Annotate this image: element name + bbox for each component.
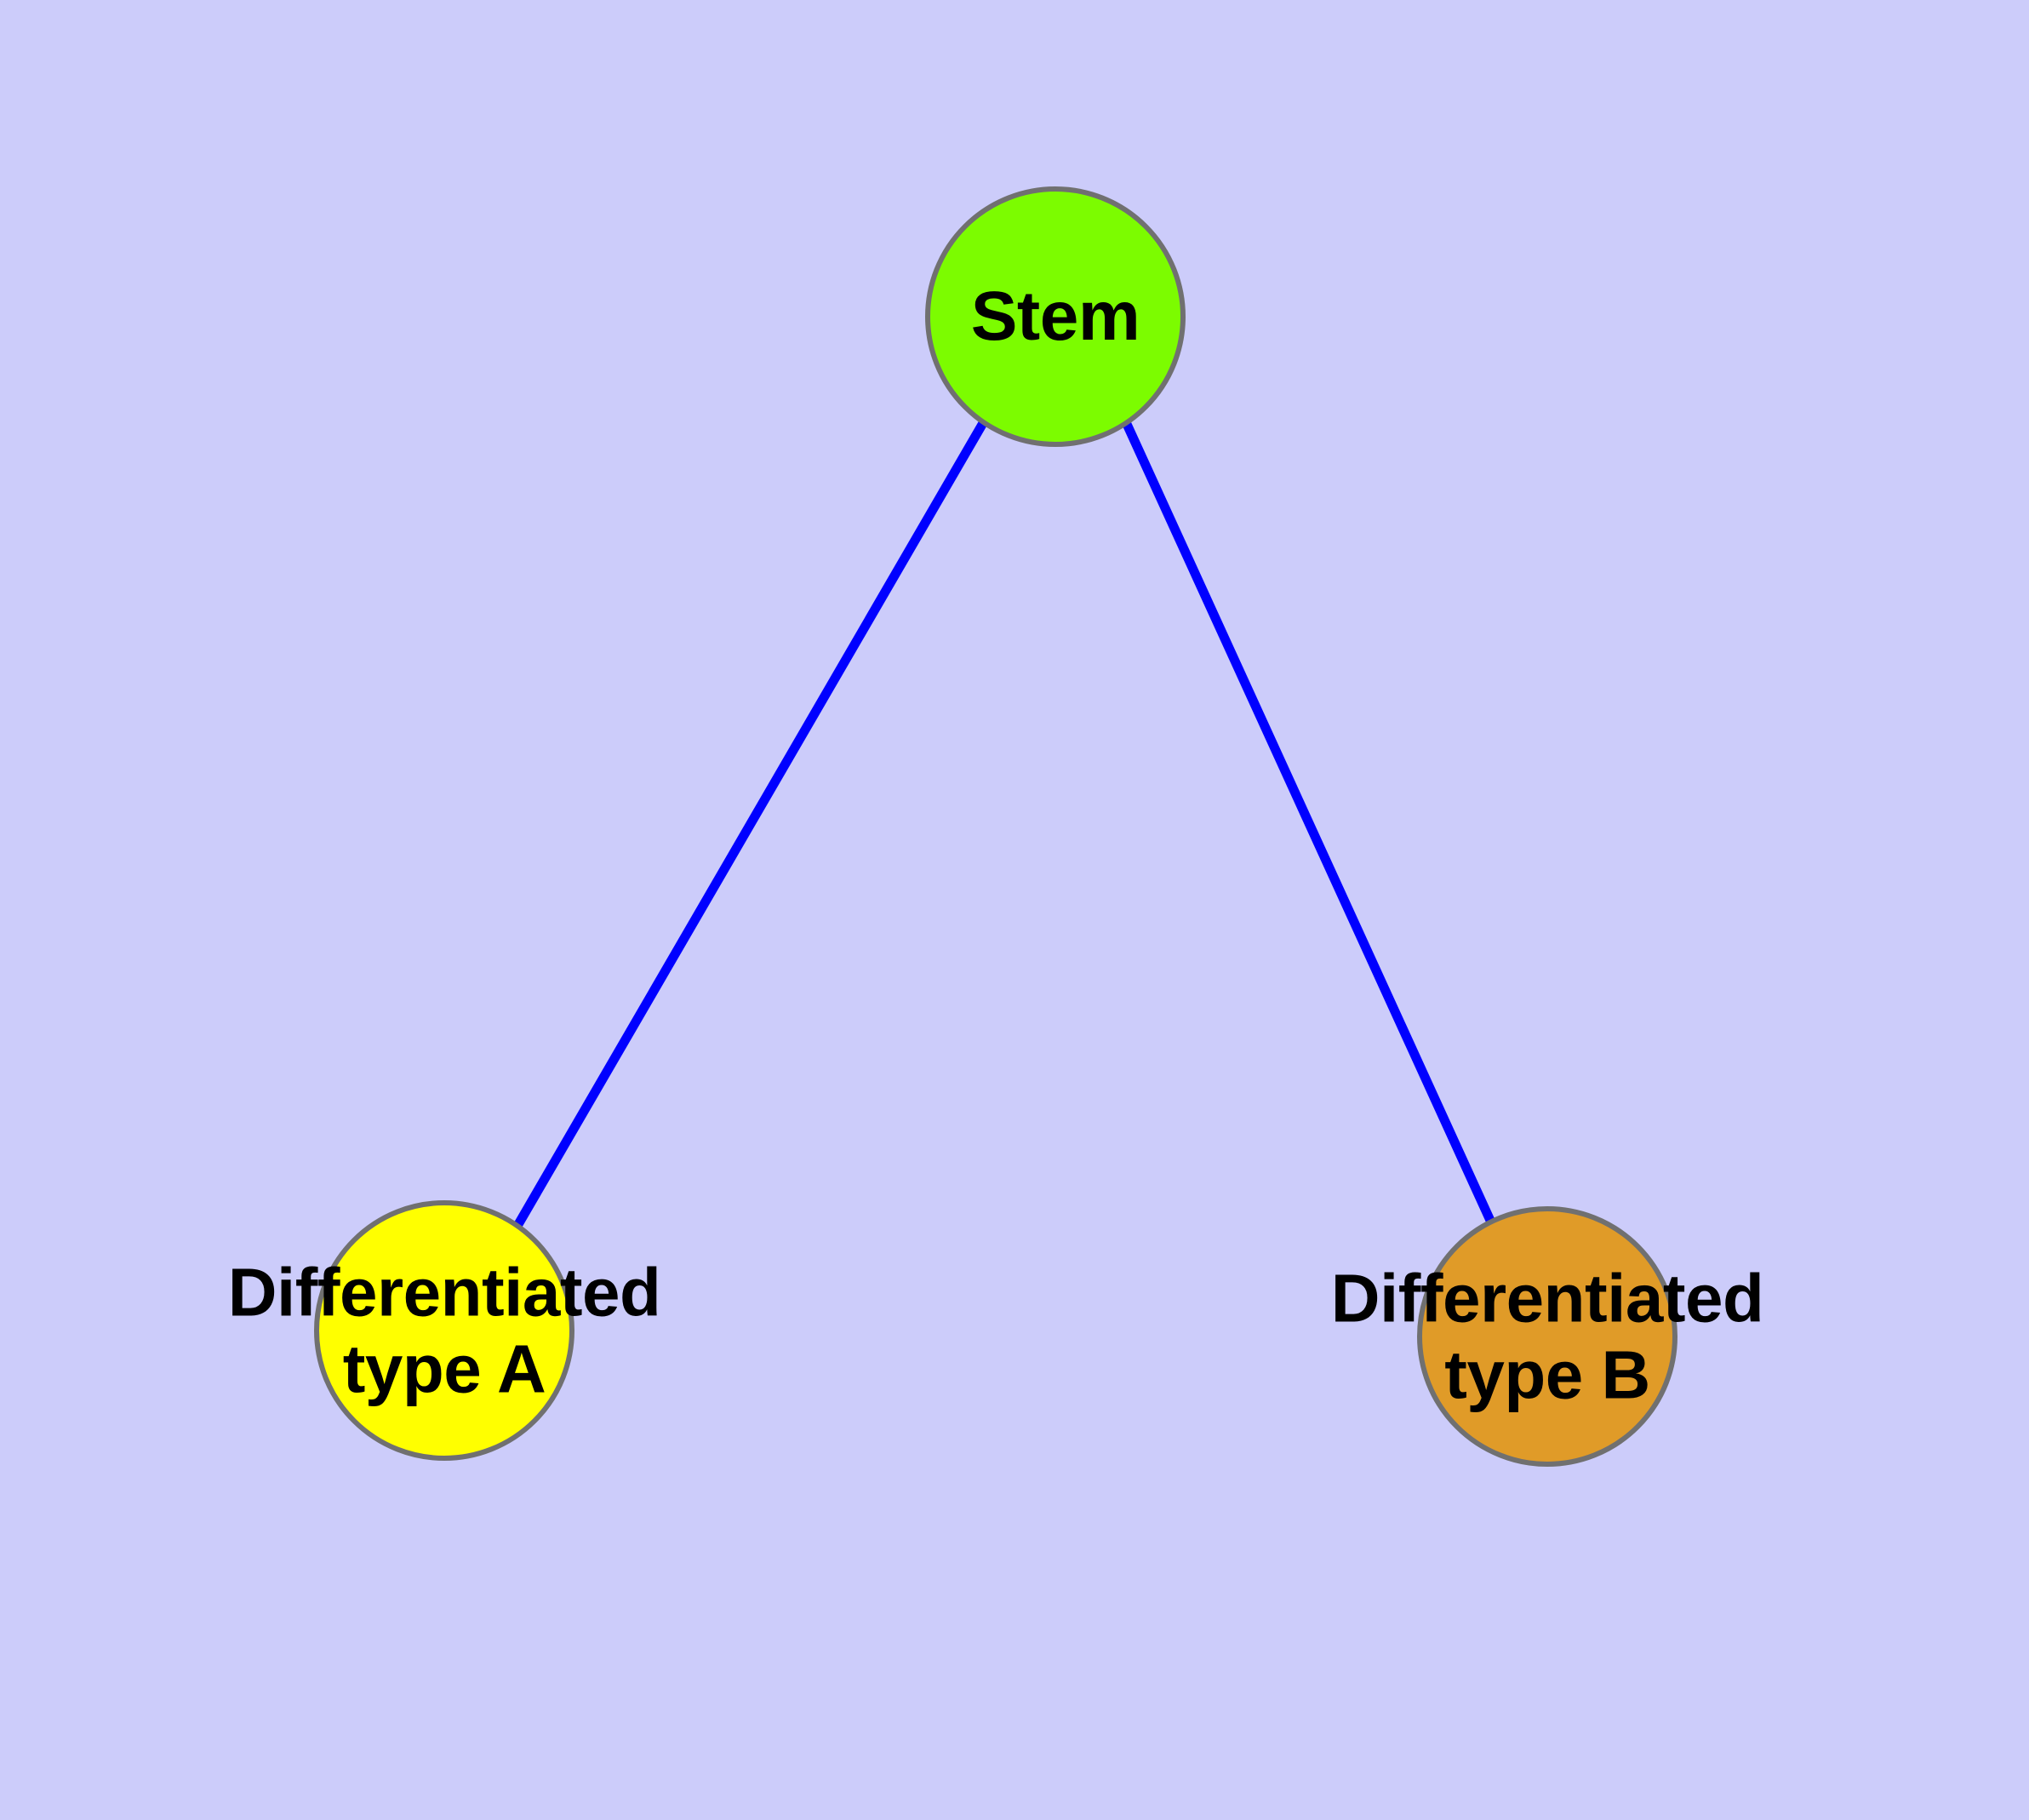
edge-stem-to-differentiated-type-b[interactable]	[1121, 420, 1497, 1227]
node-differentiated-type-a[interactable]	[314, 1200, 574, 1461]
node-differentiated-type-b[interactable]	[1417, 1206, 1677, 1467]
edges-group	[513, 420, 1497, 1228]
nodes-group	[314, 186, 1677, 1467]
node-stem[interactable]	[925, 186, 1186, 447]
edge-stem-to-differentiated-type-a[interactable]	[513, 421, 987, 1228]
